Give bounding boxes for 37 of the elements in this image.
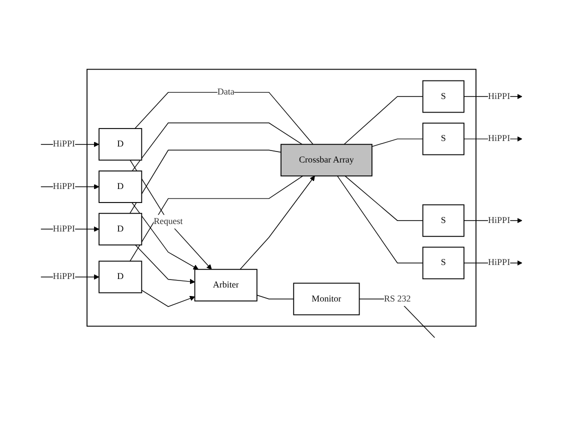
edge-label: RS 232 xyxy=(384,294,411,304)
node-box: Crossbar Array xyxy=(280,144,372,176)
edge-label: HiPPI xyxy=(488,134,510,144)
node-box: D xyxy=(98,170,142,203)
node-box: S xyxy=(422,80,464,113)
node-box: D xyxy=(98,212,142,246)
node-box: Monitor xyxy=(293,282,360,316)
edge-label: HiPPI xyxy=(52,272,75,282)
cluster xyxy=(86,68,476,327)
connector xyxy=(130,176,304,262)
connector xyxy=(372,138,424,147)
edge-label: HiPPI xyxy=(488,258,510,268)
node-box: S xyxy=(422,122,464,156)
arrow xyxy=(135,244,196,284)
node-box: D xyxy=(98,260,142,294)
edge-label: HiPPI xyxy=(52,224,75,234)
edge-label: HiPPI xyxy=(52,182,75,192)
arrow xyxy=(141,290,196,307)
node-box: D xyxy=(98,128,142,161)
connector xyxy=(344,96,424,145)
node-box: S xyxy=(422,246,464,280)
arrow xyxy=(132,202,199,270)
edge-label: HiPPI xyxy=(488,92,510,102)
connector xyxy=(344,176,424,221)
edge-label: Data xyxy=(217,87,234,97)
edge-label: HiPPI xyxy=(52,139,75,150)
connector xyxy=(337,176,424,264)
node-box: Arbiter xyxy=(194,268,258,302)
arrow xyxy=(240,176,315,270)
edge-label: HiPPI xyxy=(488,216,510,226)
node-box: S xyxy=(422,204,464,237)
edge-label: Request xyxy=(154,216,183,226)
connector xyxy=(134,92,314,145)
connector xyxy=(130,150,282,214)
connector xyxy=(256,294,294,300)
arrow xyxy=(130,160,212,270)
connector xyxy=(132,122,302,172)
